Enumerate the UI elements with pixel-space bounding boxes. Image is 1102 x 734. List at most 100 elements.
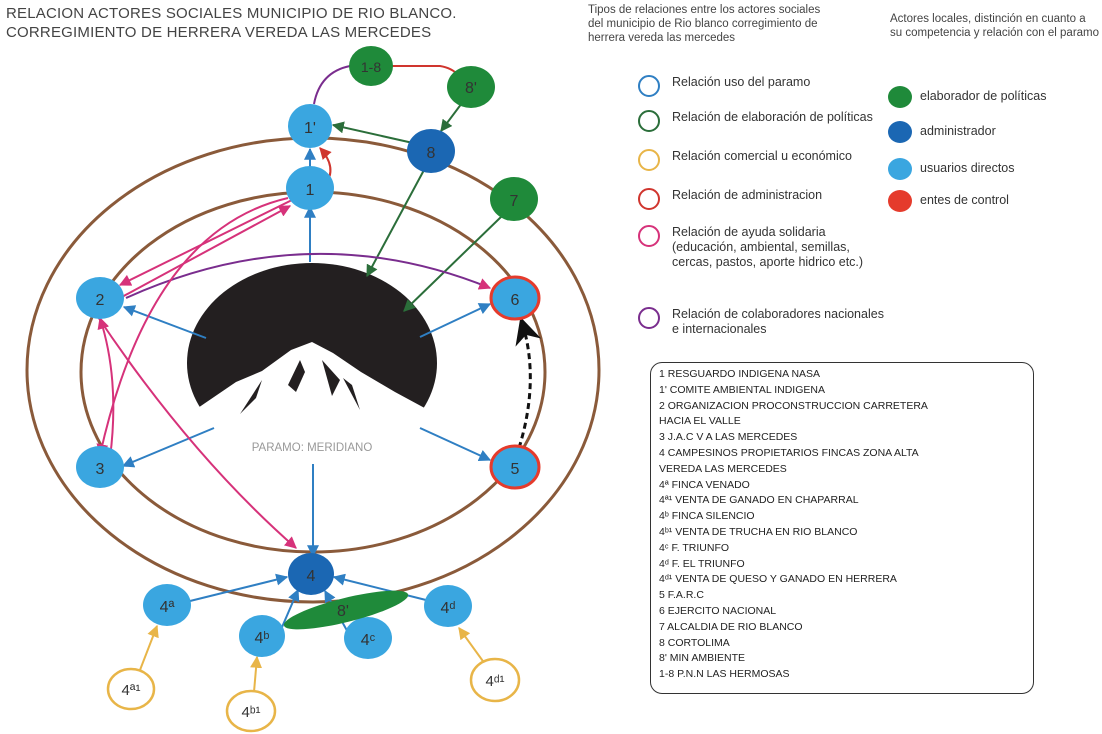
legend-item: 8 CORTOLIMA bbox=[659, 636, 730, 649]
node-label: 1' bbox=[304, 120, 316, 137]
actors-legend-box: 1 RESGUARDO INDIGENA NASA 1' COMITE AMBI… bbox=[650, 362, 1034, 694]
legend-item: 4ª¹ VENTA DE GANADO EN CHAPARRAL bbox=[659, 494, 859, 507]
title-line-2: CORREGIMIENTO DE HERRERA VEREDA LAS MERC… bbox=[6, 24, 432, 41]
green-dot-icon bbox=[888, 86, 912, 108]
use-link-3 bbox=[121, 427, 215, 468]
use-link-5 bbox=[419, 427, 492, 461]
legend-item: VEREDA LAS MERCEDES bbox=[659, 462, 787, 475]
node-1[interactable]: 1 bbox=[286, 166, 334, 210]
relation-label: Relación comercial u económico bbox=[672, 149, 852, 163]
node-4b[interactable]: 4ᵇ bbox=[239, 615, 285, 657]
actor-type-label: usuarios directos bbox=[920, 161, 1015, 175]
node-label: 4ᵈ bbox=[441, 600, 456, 617]
ring-icon bbox=[638, 110, 660, 132]
node-4a1[interactable]: 4ª¹ bbox=[106, 667, 156, 711]
legend-item: 4ᵈ F. EL TRIUNFO bbox=[659, 557, 745, 570]
actor-type-users: usuarios directos bbox=[888, 158, 1098, 182]
node-label: 1 bbox=[306, 182, 315, 199]
node-3[interactable]: 3 bbox=[76, 446, 124, 488]
legend-item: 2 ORGANIZACION PROCONSTRUCCION CARRETERA bbox=[659, 399, 928, 412]
lightblue-dot-icon bbox=[888, 158, 912, 180]
node-label: 4ᵈ¹ bbox=[486, 673, 505, 690]
actor-type-control: entes de control bbox=[888, 190, 1098, 214]
legend-item: 4ᵇ FINCA SILENCIO bbox=[659, 510, 755, 523]
node-4d1[interactable]: 4ᵈ¹ bbox=[469, 657, 521, 703]
use-link-6 bbox=[419, 303, 492, 338]
use-link-4a bbox=[189, 573, 289, 602]
node-4[interactable]: 4 bbox=[288, 553, 334, 595]
node-4b1[interactable]: 4ᵇ¹ bbox=[225, 689, 277, 733]
page-title: RELACION ACTORES SOCIALES MUNICIPIO DE R… bbox=[6, 4, 457, 42]
node-label: 4ª bbox=[160, 599, 175, 616]
node-label: 3 bbox=[96, 461, 105, 478]
ring-icon bbox=[638, 75, 660, 97]
node-1-8[interactable]: 1-8 bbox=[349, 46, 393, 86]
legend-item: 5 F.A.R.C bbox=[659, 589, 704, 602]
aid-link-2-1 bbox=[119, 205, 292, 299]
commercial-link-4d1 bbox=[458, 627, 486, 665]
node-label: 7 bbox=[510, 193, 519, 210]
node-label: 4ª¹ bbox=[122, 682, 141, 699]
node-4c[interactable]: 4ᶜ bbox=[344, 617, 392, 659]
node-label: 5 bbox=[511, 461, 520, 478]
paramo-center: PARAMO: MERIDIANO bbox=[187, 263, 437, 464]
node-4a[interactable]: 4ª bbox=[143, 584, 191, 626]
aid-link-3-2 bbox=[97, 316, 115, 459]
red-dot-icon bbox=[888, 190, 912, 212]
commercial-link-4b1 bbox=[250, 655, 263, 693]
node-8p-top[interactable]: 8' bbox=[447, 66, 495, 108]
node-1p[interactable]: 1' bbox=[288, 104, 332, 148]
node-5[interactable]: 5 bbox=[489, 444, 541, 490]
legend-item: 3 J.A.C V A LAS MERCEDES bbox=[659, 431, 798, 444]
node-2[interactable]: 2 bbox=[76, 277, 124, 319]
node-8p-bottom[interactable]: 8' bbox=[281, 583, 411, 637]
ring-icon bbox=[638, 225, 660, 247]
commercial-link-4a1 bbox=[139, 624, 159, 671]
actor-type-policy: elaborador de políticas bbox=[888, 86, 1098, 110]
use-link-2 bbox=[122, 305, 207, 339]
relations-title: Tipos de relaciones entre los actores so… bbox=[588, 4, 821, 44]
actor-type-admin: administrador bbox=[888, 121, 1098, 145]
node-label: 4ᵇ¹ bbox=[242, 704, 261, 721]
node-label: 2 bbox=[96, 292, 105, 309]
darkblue-dot-icon bbox=[888, 121, 912, 143]
legend-item: 1-8 P.N.N LAS HERMOSAS bbox=[659, 668, 790, 681]
node-label: 4ᶜ bbox=[361, 632, 376, 649]
aid-link-1-3 bbox=[96, 197, 289, 457]
legend-item: 4 CAMPESINOS PROPIETARIOS FINCAS ZONA AL… bbox=[659, 446, 919, 459]
relation-label: Relación de ayuda solidaria (educación, … bbox=[672, 225, 864, 269]
policy-link-7-6 bbox=[403, 215, 503, 312]
ring-icon bbox=[638, 307, 660, 329]
node-7[interactable]: 7 bbox=[490, 177, 538, 221]
aid-link-2-4 bbox=[95, 313, 297, 549]
legend-item: 6 EJERCITO NACIONAL bbox=[659, 604, 777, 617]
mountain-icon bbox=[192, 342, 432, 464]
node-label: 4ᵇ bbox=[255, 630, 270, 647]
legend-item: 1' COMITE AMBIENTAL INDIGENA bbox=[659, 383, 825, 396]
actor-type-label: entes de control bbox=[920, 193, 1009, 207]
legend-item: 8' MIN AMBIENTE bbox=[659, 652, 746, 665]
node-4d[interactable]: 4ᵈ bbox=[424, 585, 472, 627]
node-label: 8 bbox=[427, 145, 436, 162]
aid-link-1-2 bbox=[118, 199, 293, 286]
node-8[interactable]: 8 bbox=[407, 129, 455, 173]
legend-item: 1 RESGUARDO INDIGENA NASA bbox=[659, 368, 821, 380]
legend-item: HACIA EL VALLE bbox=[659, 415, 741, 428]
relation-label: Relación de colaboradores nacionales e i… bbox=[672, 307, 884, 336]
ring-icon bbox=[638, 149, 660, 171]
legend-item: 4ᶜ F. TRIUNFO bbox=[659, 541, 730, 554]
relation-label: Relación de elaboración de políticas bbox=[672, 110, 873, 124]
relation-lines bbox=[95, 65, 542, 693]
actor-type-label: elaborador de políticas bbox=[920, 89, 1047, 103]
legend-item: 7 ALCALDIA DE RIO BLANCO bbox=[659, 620, 803, 633]
collab-link-2-6 bbox=[125, 252, 492, 299]
relation-label: Relación de administracion bbox=[672, 188, 823, 202]
legend-item: 4ª FINCA VENADO bbox=[659, 478, 750, 491]
node-label: 6 bbox=[511, 292, 520, 309]
policy-link-8-1p bbox=[331, 121, 414, 144]
use-link-4d bbox=[332, 573, 427, 601]
node-6[interactable]: 6 bbox=[489, 275, 541, 321]
conflict-link-5-6 bbox=[515, 316, 542, 449]
node-label: 1-8 bbox=[361, 59, 381, 75]
